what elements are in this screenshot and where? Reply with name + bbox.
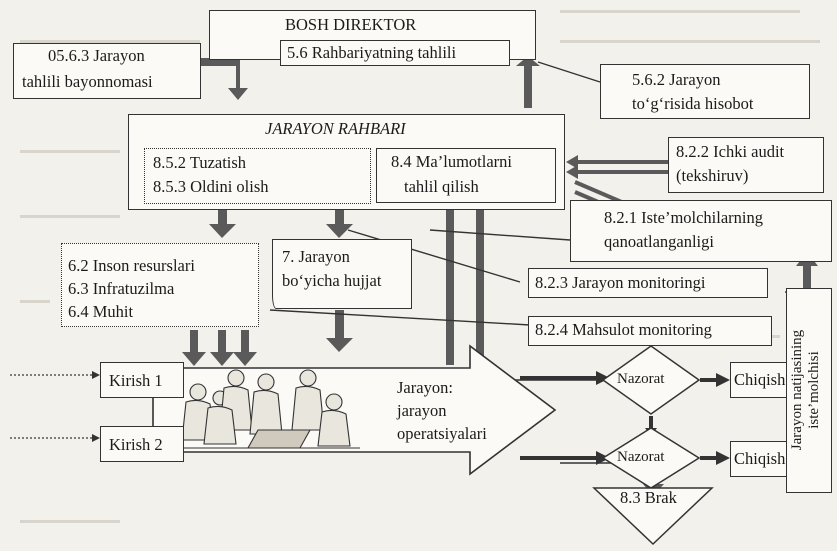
malumotlar-line1: 8.4 Ma’lumotlarni bbox=[391, 152, 512, 171]
hujjat-box bbox=[272, 239, 412, 309]
resurslar-line3: 6.4 Muhit bbox=[68, 302, 134, 321]
malumotlar-line2: tahlil qilish bbox=[404, 177, 479, 196]
natija-box bbox=[786, 288, 832, 493]
jarayon-line3: operatsiyalari bbox=[397, 424, 487, 443]
rahbariyat-tahlili-box bbox=[280, 40, 510, 66]
monitoring-label: 8.2.3 Jarayon monitoringi bbox=[535, 273, 706, 292]
istemolchilar-box bbox=[570, 200, 832, 262]
jarayon-line2: jarayon bbox=[397, 401, 447, 420]
tuzatish-label: 8.5.2 Tuzatish bbox=[153, 153, 247, 172]
hujjat-line1: 7. Jarayon bbox=[282, 247, 350, 266]
nazorat1-label: Nazorat bbox=[617, 371, 665, 387]
ichki-audit-box bbox=[668, 137, 824, 193]
natija-line2: iste’molchisi bbox=[806, 351, 823, 429]
chiqish1-label: Chiqish 1 bbox=[734, 370, 798, 389]
natija-label: Jarayon natijasining iste’molchisi bbox=[789, 290, 829, 490]
malumotlar-box bbox=[376, 148, 556, 203]
resurslar-line2: 6.3 Infratuzilma bbox=[68, 279, 175, 298]
hisobot-box bbox=[600, 64, 810, 119]
mahsulot-box bbox=[528, 316, 772, 346]
istemolchilar-line2: qanoatlanganligi bbox=[604, 232, 714, 251]
rahbariyat-tahlili-label: 5.6 Rahbariyatning tahlili bbox=[287, 43, 457, 62]
kirish2-label: Kirish 2 bbox=[109, 435, 163, 454]
brak-label: 8.3 Brak bbox=[620, 488, 677, 507]
bosh-direktor-title: BOSH DIREKTOR bbox=[285, 15, 417, 34]
bayonnoma-line2: tahlili bayonnomasi bbox=[22, 72, 153, 91]
nazorat2-label: Nazorat bbox=[617, 449, 665, 465]
tuzatish-box bbox=[144, 148, 371, 204]
hisobot-line2: to‘g‘risida hisobot bbox=[632, 94, 754, 113]
oldini-olish-label: 8.5.3 Oldini olish bbox=[153, 177, 269, 196]
kirish1-label: Kirish 1 bbox=[109, 371, 163, 390]
resurslar-line1: 6.2 Inson resurslari bbox=[68, 256, 195, 275]
kirish1-box bbox=[100, 362, 184, 398]
hisobot-line1: 5.6.2 Jarayon bbox=[632, 70, 721, 89]
ichki-audit-line2: (tekshiruv) bbox=[676, 166, 749, 185]
monitoring-box bbox=[528, 268, 768, 298]
bayonnoma-box bbox=[13, 43, 201, 99]
jarayon-rahbari-title: JARAYON RAHBARI bbox=[265, 119, 406, 138]
mahsulot-label: 8.2.4 Mahsulot monitoring bbox=[535, 320, 712, 339]
people-illustration bbox=[168, 369, 360, 449]
chiqish2-label: Chiqish bbox=[734, 449, 786, 468]
chiqish2-box bbox=[730, 441, 790, 477]
jarayon-line1: Jarayon: bbox=[397, 378, 453, 397]
resurslar-box bbox=[61, 243, 259, 327]
ichki-audit-line1: 8.2.2 Ichki audit bbox=[676, 142, 785, 161]
bayonnoma-line1: 05.6.3 Jarayon bbox=[48, 46, 145, 65]
istemolchilar-line1: 8.2.1 Iste’molchilarning bbox=[604, 208, 764, 227]
natija-line1: Jarayon natijasining bbox=[789, 329, 805, 451]
kirish2-box bbox=[100, 426, 184, 462]
hujjat-line2: bo‘yicha hujjat bbox=[282, 271, 382, 290]
